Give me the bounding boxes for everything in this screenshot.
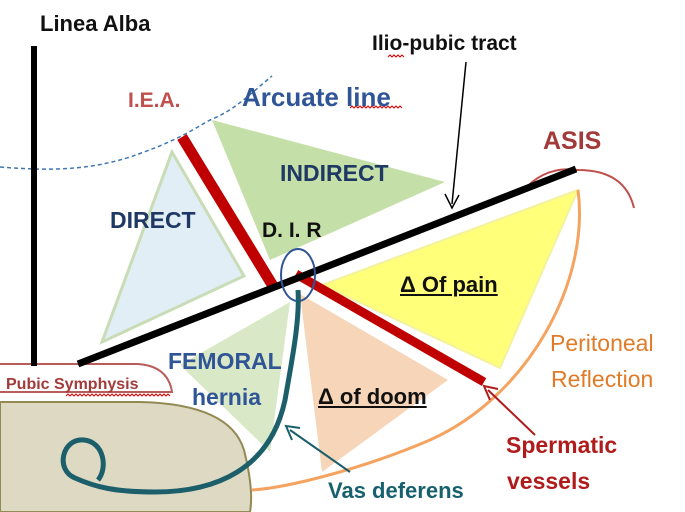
asis-arc — [521, 168, 635, 209]
vas-deferens — [60, 289, 301, 495]
pubic-symphysis-outline — [0, 363, 174, 393]
iliopubic-tract-arrowhead — [444, 193, 460, 210]
reflection-label: Reflection — [551, 366, 654, 392]
iliopubic-tract-label: Ilio-pubic tract — [372, 32, 517, 55]
asis-label: ASIS — [543, 127, 602, 155]
hernia-label: hernia — [192, 384, 262, 410]
direct-triangle — [99, 148, 247, 345]
spellcheck-underline-arcuate — [349, 105, 403, 109]
spermatic-vessels-line — [293, 270, 487, 386]
spermatic-arrow — [487, 389, 536, 436]
vas-deferens-arrow — [289, 429, 351, 473]
peritoneal-label: Peritoneal — [550, 330, 654, 356]
spermatic-label: Spermatic — [506, 432, 618, 458]
pubic-symphysis-label: Pubic Symphysis — [6, 376, 139, 393]
indirect-label: INDIRECT — [280, 160, 389, 186]
spellcheck-underline-ilio — [387, 54, 405, 58]
vessels-label: vessels — [507, 468, 591, 494]
iea-label: I.E.A. — [128, 89, 181, 112]
vas-deferens-label: Vas deferens — [328, 478, 464, 503]
direct-label: DIRECT — [110, 207, 196, 233]
arcuate-line-label: Arcuate line — [242, 82, 391, 112]
triangle-of-pain-label: Δ Of pain — [400, 272, 498, 297]
iliopubic-tract-arrow — [451, 61, 467, 205]
inferior-epigastric-artery — [177, 134, 278, 289]
peritoneal-reflection-curve — [251, 189, 581, 492]
deep-inguinal-ring-label: D. I. R — [262, 219, 322, 242]
spermatic-arrowhead — [482, 384, 499, 401]
pelvic-bone — [0, 401, 253, 512]
arcuate-line — [0, 75, 273, 170]
femoral-label: FEMORAL — [168, 348, 282, 374]
triangle-of-doom — [300, 294, 448, 472]
triangle-of-doom-label: Δ of doom — [318, 384, 427, 409]
triangle-of-pain — [319, 188, 580, 370]
femoral-triangle — [180, 302, 290, 452]
linea-alba-label: Linea Alba — [40, 11, 151, 36]
spellcheck-underline-symphysis — [65, 393, 171, 397]
indirect-triangle — [212, 120, 445, 260]
vas-deferens-arrowhead — [284, 424, 301, 441]
iliopubic-tract-line — [76, 165, 578, 368]
